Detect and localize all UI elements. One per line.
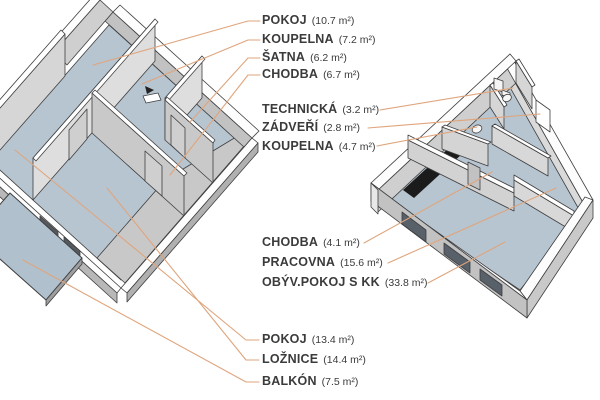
leader-zadveri [367, 113, 541, 129]
upper-eave-face-se [126, 142, 259, 303]
room-area: (3.2 m²) [342, 104, 380, 116]
label-technicka: TECHNICKÁ (3.2 m²) [262, 102, 379, 118]
room-name: POKOJ [262, 332, 307, 346]
upper-wall-d-top [164, 96, 216, 144]
ground-floor-plan [370, 53, 594, 319]
room-name: OBÝV.POKOJ S KK [262, 275, 380, 289]
label-satna: ŠATNA (6.2 m²) [262, 50, 347, 66]
ground-window-2 [443, 242, 471, 274]
room-name: TECHNICKÁ [262, 102, 338, 116]
ground-wall-w-cap [370, 182, 379, 215]
upper-wall-b-top [91, 89, 188, 177]
room-area: (2.8 m²) [323, 122, 361, 134]
room-name: CHODBA [262, 235, 319, 249]
room-area: (6.2 m²) [310, 52, 347, 64]
corridor-door [467, 161, 481, 191]
room-area: (4.1 m²) [323, 237, 360, 249]
label-loznice: LOŽNICE (14.4 m²) [262, 352, 366, 368]
upper-floor-plan [0, 0, 260, 307]
label-koupelna-upper: KOUPELNA (7.2 m²) [262, 32, 376, 48]
label-zadveri: ZÁDVEŘÍ (2.8 m²) [262, 120, 360, 136]
leader-technicka [379, 87, 514, 111]
label-chodba-upper: CHODBA (6.7 m²) [262, 67, 360, 83]
room-name: BALKÓN [262, 374, 317, 388]
bath-front-wall-top [441, 124, 492, 145]
room-area: (6.7 m²) [323, 69, 360, 81]
label-pokoj-upper: POKOJ (10.7 m²) [262, 13, 354, 29]
room-name: POKOJ [262, 13, 307, 27]
partition-2-top [515, 58, 536, 88]
toilet [502, 93, 512, 103]
leader-balkon [22, 259, 260, 383]
leader-chodba-upper [169, 74, 261, 176]
label-koupelna-ground: KOUPELNA (4.7 m²) [262, 139, 376, 155]
room-area: (13.4 m²) [311, 334, 355, 346]
room-area: (14.4 m²) [323, 354, 366, 366]
leader-pokoj-upper [92, 20, 261, 66]
room-area: (15.6 m²) [340, 257, 383, 269]
label-obyv-pokoj: OBÝV.POKOJ S KK (33.8 m²) [262, 275, 427, 291]
room-area: (10.7 m²) [311, 15, 355, 27]
leader-chodba-ground [363, 171, 493, 244]
upper-skylight [142, 92, 162, 104]
label-chodba-ground: CHODBA (4.1 m²) [262, 235, 360, 251]
leader-pokoj-lower [14, 149, 260, 341]
upper-wall-nw-face [0, 33, 66, 151]
room-name: KOUPELNA [262, 139, 334, 153]
leader-loznice [106, 187, 260, 361]
leader-satna [189, 57, 261, 123]
room-name: ZÁDVEŘÍ [262, 120, 319, 134]
upper-door-2 [144, 150, 163, 197]
leader-pracovna [387, 187, 557, 264]
upper-wall-nw-top [0, 29, 66, 109]
stairs-arrow-icon [145, 86, 154, 94]
leader-koupelna-ground [376, 126, 478, 147]
room-name: CHODBA [262, 67, 319, 81]
ground-window-1 [401, 211, 427, 243]
service-front-wall-top [491, 123, 552, 159]
room-area: (33.8 m²) [384, 277, 428, 289]
room-name: KOUPELNA [262, 32, 334, 46]
upper-door-1 [68, 108, 88, 161]
label-pracovna: PRACOVNA (15.6 m²) [262, 255, 383, 271]
upper-door-3 [170, 114, 186, 159]
label-pokoj-lower: POKOJ (13.4 m²) [262, 332, 354, 348]
leader-koupelna-upper [141, 39, 261, 85]
label-balkon: BALKÓN (7.5 m²) [262, 374, 358, 390]
room-area: (7.2 m²) [338, 34, 376, 46]
room-name: ŠATNA [262, 50, 306, 64]
room-area: (4.7 m²) [338, 141, 376, 153]
room-name: LOŽNICE [262, 352, 319, 366]
leader-lines [14, 20, 557, 383]
ground-window-3 [479, 268, 503, 297]
room-area: (7.5 m²) [321, 376, 359, 388]
leader-obyv-pokoj [427, 241, 506, 284]
room-name: PRACOVNA [262, 255, 336, 269]
study-divider-wall-top [513, 174, 575, 217]
